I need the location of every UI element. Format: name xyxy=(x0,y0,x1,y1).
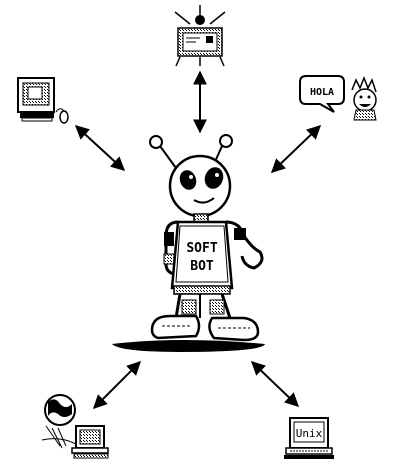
arrow-computer xyxy=(74,125,126,171)
unix-screen-text: Unix xyxy=(296,427,323,440)
mail-envelope-icon xyxy=(174,5,226,67)
arrow-chat xyxy=(270,125,322,173)
arrow-internet xyxy=(93,361,141,409)
desktop-computer-icon xyxy=(17,77,69,124)
chest-label-line1: SOFT xyxy=(186,241,217,256)
connection-arrows xyxy=(74,70,322,409)
bubble-text: HOLA xyxy=(310,87,334,98)
speech-bubble-person-icon: HOLA xyxy=(299,75,377,121)
globe-network-computer-icon xyxy=(41,394,109,459)
arrow-unix xyxy=(250,361,300,407)
chest-label-line2: BOT xyxy=(190,259,214,274)
unix-terminal-icon: Unix xyxy=(284,417,334,459)
softbot-robot: SOFT BOT xyxy=(112,134,265,352)
